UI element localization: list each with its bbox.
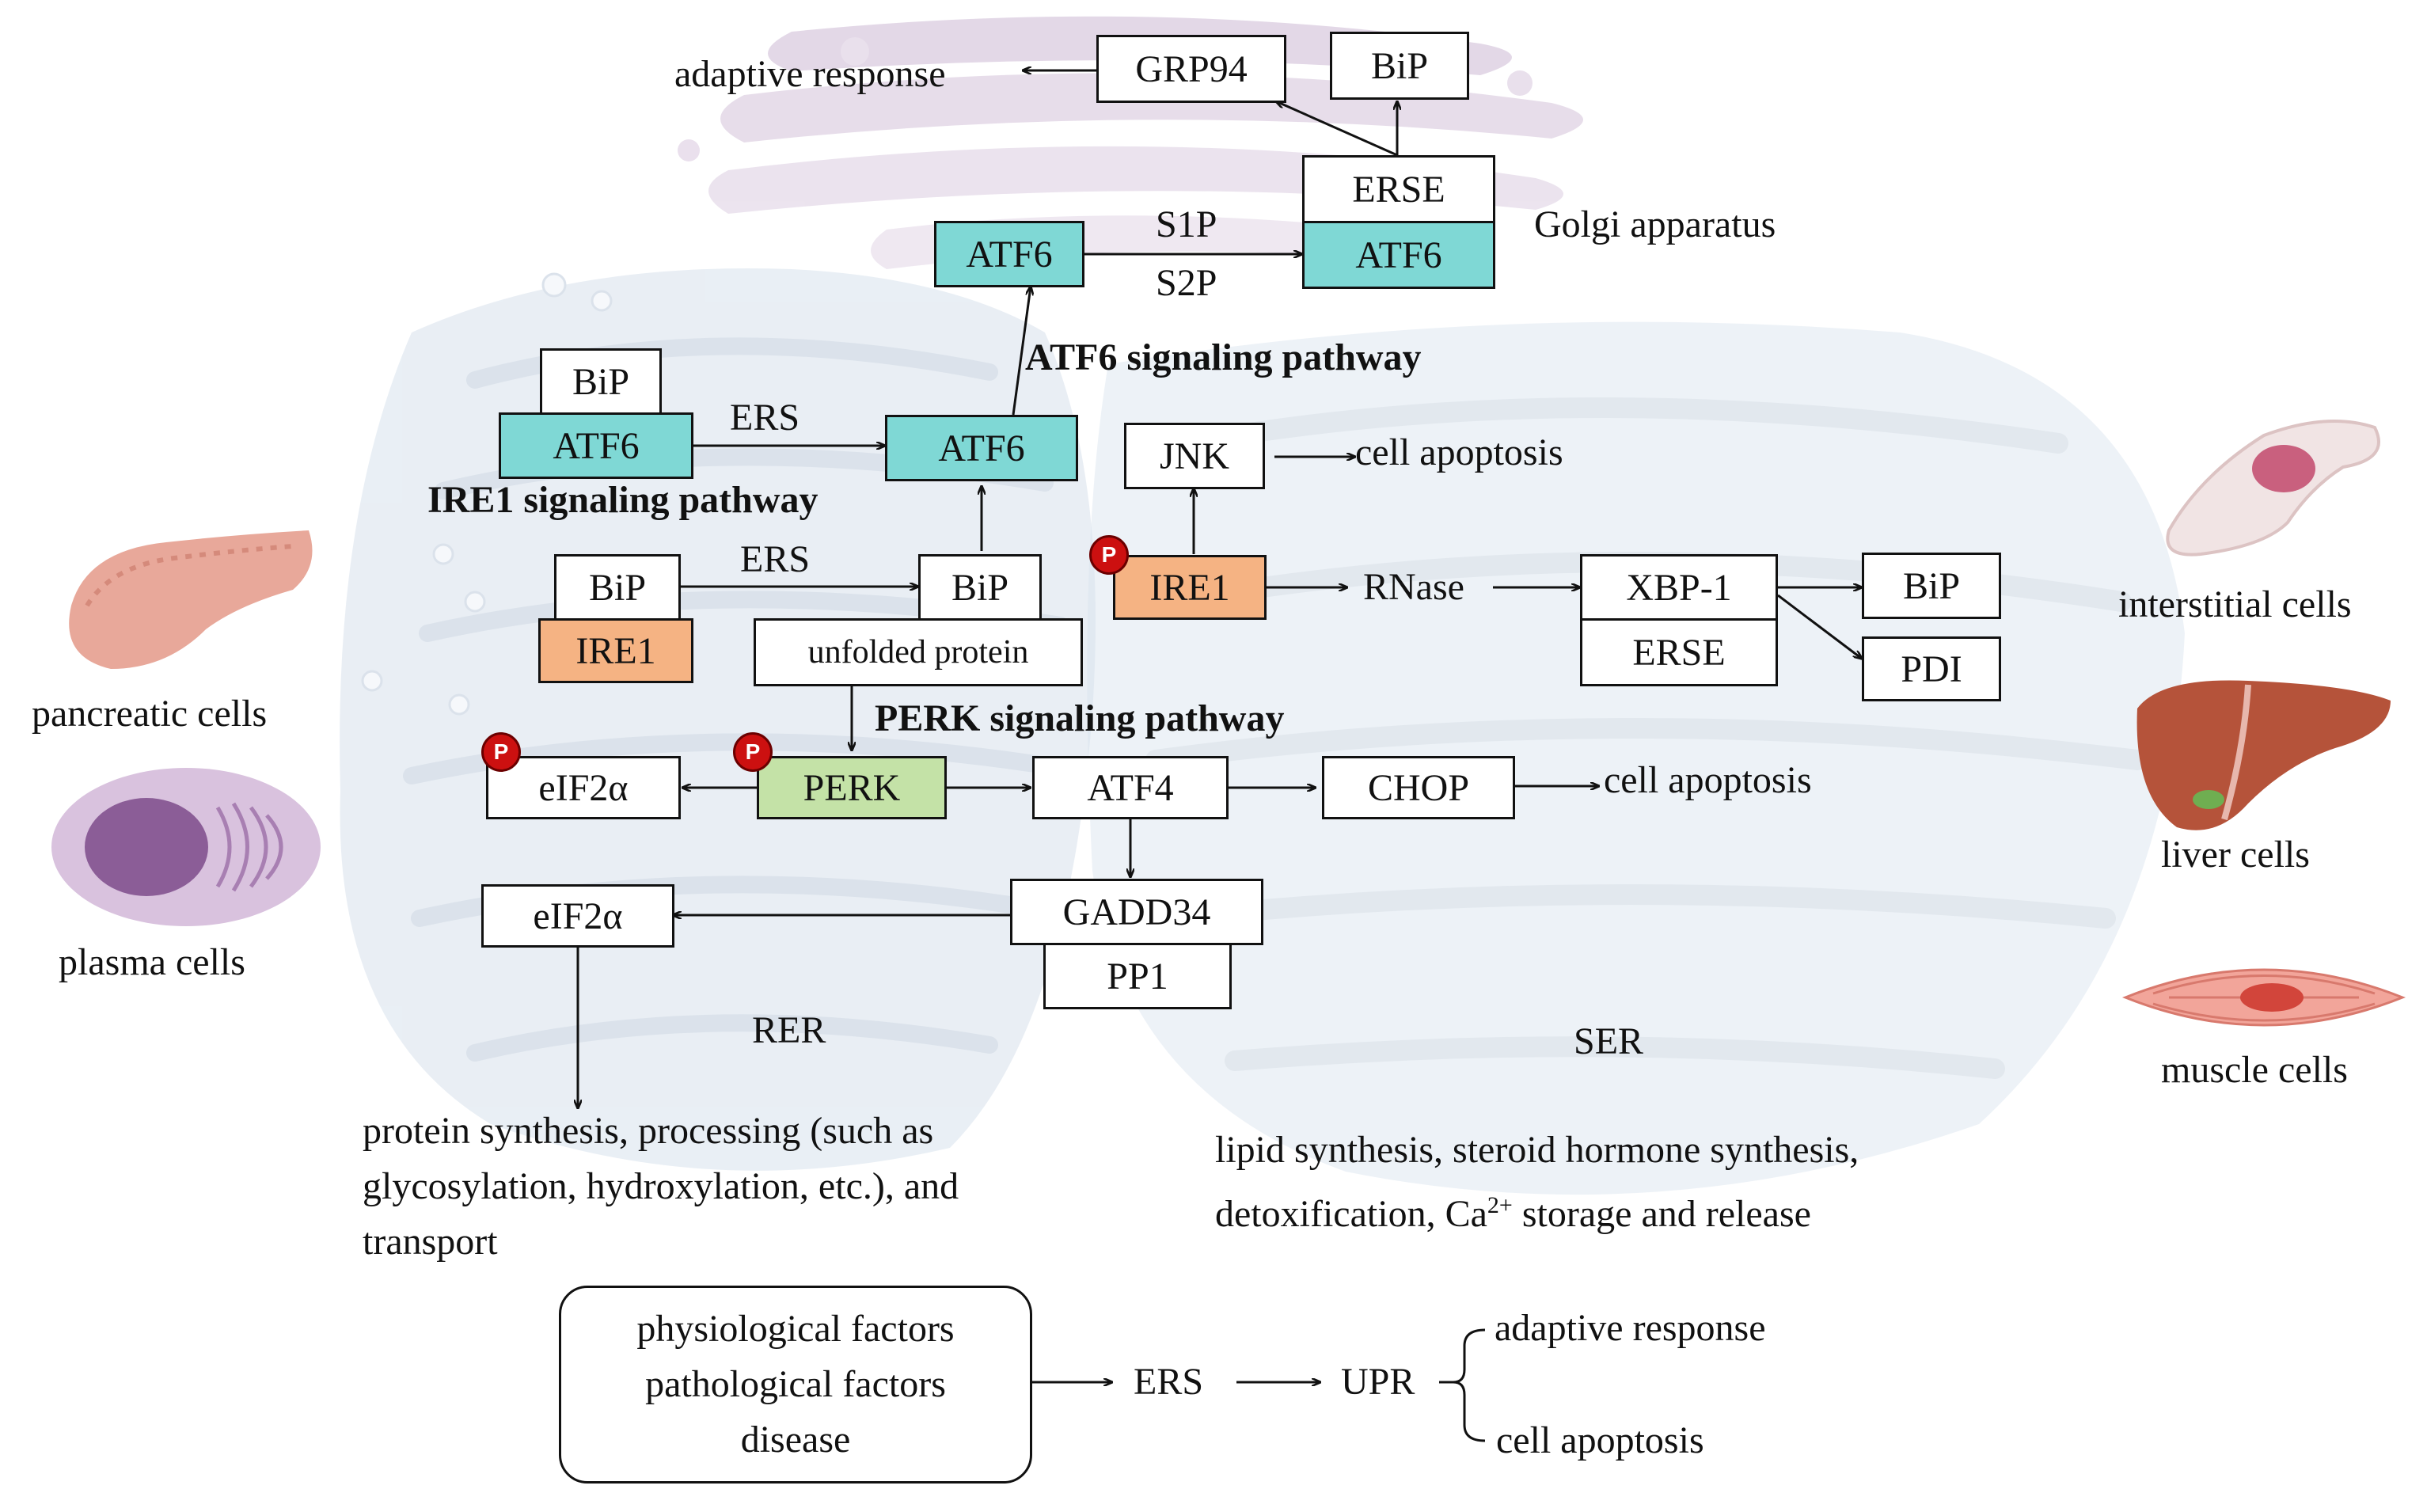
chop-box: CHOP <box>1322 756 1515 819</box>
ser-label: SER <box>1574 1020 1644 1062</box>
pdi-box: PDI <box>1862 636 2001 701</box>
ser-function-text: storage and release <box>1512 1193 1811 1235</box>
smooth-er-shape <box>1087 321 2185 1195</box>
phospho-badge-icon: P <box>481 732 521 772</box>
eif2a-box: eIF2α <box>481 884 674 948</box>
factor-item: pathological factors <box>645 1363 946 1405</box>
ire1-pathway-title: IRE1 signaling pathway <box>427 479 818 521</box>
chop-apoptosis-label: cell apoptosis <box>1604 759 1812 801</box>
jnk-box: JNK <box>1124 423 1265 489</box>
golgi-atf6-left-box: ATF6 <box>934 221 1084 287</box>
golgi-atf6-right-box: ATF6 <box>1302 221 1495 289</box>
rnase-label: RNase <box>1363 566 1464 608</box>
rer-function-line: transport <box>363 1221 498 1263</box>
pathway-arrows <box>578 70 1862 1442</box>
atf4-box: ATF4 <box>1032 756 1229 819</box>
atf6-pathway-title: ATF6 signaling pathway <box>1025 336 1422 378</box>
ser-function-line: lipid synthesis, steroid hormone synthes… <box>1215 1129 1859 1171</box>
summary-upr-label: UPR <box>1341 1361 1415 1403</box>
summary-apoptosis-label: cell apoptosis <box>1496 1419 1704 1461</box>
grp94-box: GRP94 <box>1096 35 1286 103</box>
phospho-badge-icon: P <box>733 732 773 772</box>
summary-adaptive-label: adaptive response <box>1495 1307 1766 1349</box>
ire1-phospho-box: IRE1 <box>1113 555 1267 620</box>
atf6-free-box: ATF6 <box>885 415 1078 481</box>
rer-function-line: protein synthesis, processing (such as <box>363 1110 934 1152</box>
phospho-badge-icon: P <box>1089 535 1129 575</box>
stress-factors-box: physiological factors pathological facto… <box>559 1286 1032 1484</box>
jnk-apoptosis-label: cell apoptosis <box>1355 431 1563 473</box>
muscle-cells-label: muscle cells <box>2161 1049 2348 1091</box>
free-bip-box: BiP <box>918 554 1042 621</box>
perk-pathway-title: PERK signaling pathway <box>875 697 1285 739</box>
rer-functions: protein synthesis, processing (such as g… <box>363 1104 959 1270</box>
perk-box: PERK <box>757 756 947 819</box>
ire1-bound-bip-box: BiP <box>554 554 681 621</box>
muscle-cell-icon <box>2121 968 2406 1027</box>
s2p-label: S2P <box>1156 262 1217 304</box>
ser-functions: lipid synthesis, steroid hormone synthes… <box>1215 1123 1859 1242</box>
ser-function-line: detoxification, Ca2+ storage and release <box>1215 1178 1859 1242</box>
xbp1-bip-target-box: BiP <box>1862 553 2001 619</box>
plasma-cells-label: plasma cells <box>59 941 245 983</box>
calcium-superscript: 2+ <box>1487 1192 1513 1218</box>
golgi-adaptive-response-label: adaptive response <box>674 53 946 95</box>
ire1-erse-box: ERSE <box>1580 618 1778 686</box>
factor-item: disease <box>740 1419 851 1461</box>
liver-icon <box>2136 680 2391 830</box>
gadd34-box: GADD34 <box>1010 879 1263 945</box>
ire1-bound-box: IRE1 <box>538 618 693 683</box>
ire1-ers-label: ERS <box>740 538 811 580</box>
golgi-bip-box: BiP <box>1330 32 1469 100</box>
s1p-label: S1P <box>1156 203 1217 245</box>
atf6-ers-label: ERS <box>730 397 800 439</box>
pp1-box: PP1 <box>1043 943 1232 1009</box>
ser-function-text: detoxification, Ca <box>1215 1193 1487 1235</box>
eif2a-phospho-box: eIF2α <box>486 756 681 819</box>
pancreatic-cells-label: pancreatic cells <box>32 693 268 735</box>
plasma-cell-icon <box>51 768 321 926</box>
atf6-bound-bip-box: BiP <box>540 348 662 415</box>
rer-function-line: glycosylation, hydroxylation, etc.), and <box>363 1165 959 1207</box>
golgi-erse-box: ERSE <box>1302 155 1495 223</box>
pancreas-icon <box>69 530 313 669</box>
unfolded-protein-box: unfolded protein <box>754 618 1083 686</box>
liver-cells-label: liver cells <box>2161 834 2310 876</box>
factor-item: physiological factors <box>636 1308 955 1350</box>
interstitial-cells-label: interstitial cells <box>2118 583 2352 625</box>
interstitial-cell-icon <box>2166 420 2380 557</box>
rer-label: RER <box>752 1009 826 1051</box>
atf6-bound-box: ATF6 <box>499 412 693 479</box>
xbp1-box: XBP-1 <box>1580 554 1778 621</box>
summary-ers-label: ERS <box>1134 1361 1204 1403</box>
golgi-apparatus-label: Golgi apparatus <box>1534 203 1776 245</box>
